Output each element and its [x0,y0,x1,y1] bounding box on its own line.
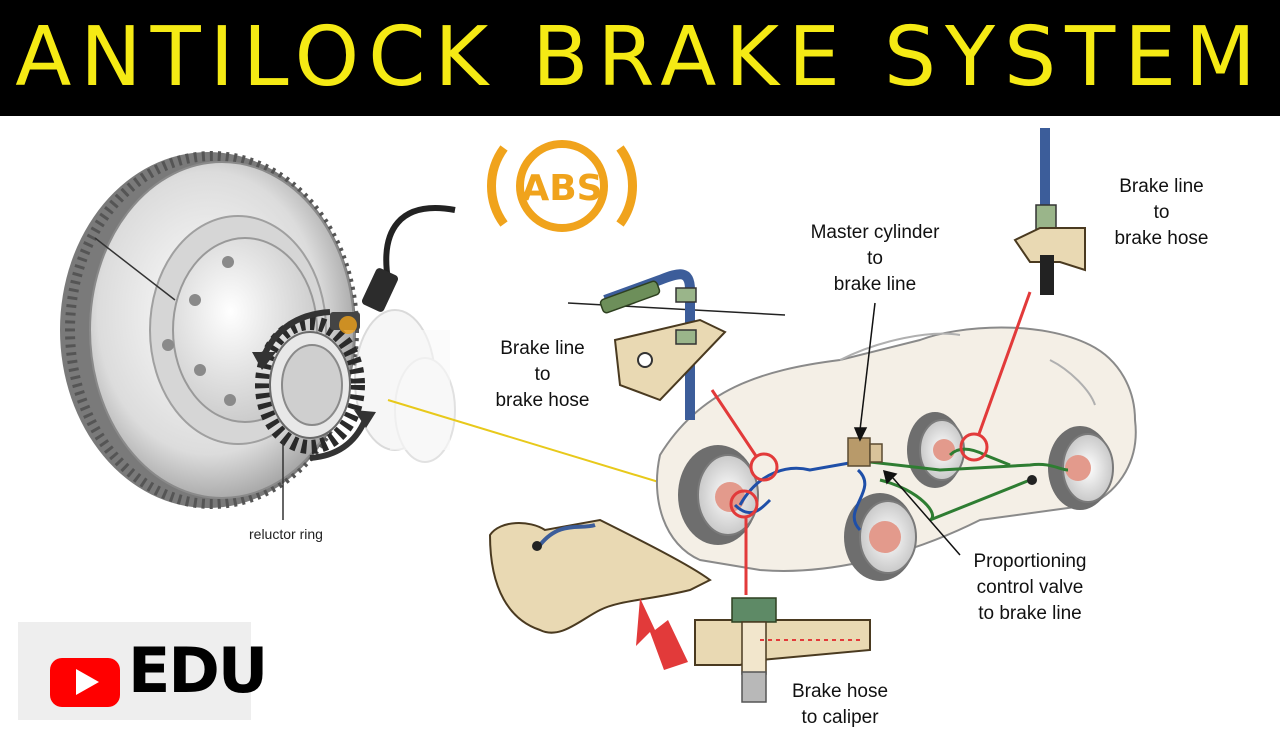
title-banner: ANTILOCK BRAKE SYSTEM [0,0,1280,116]
label-line-2: control valve [976,577,1084,598]
label-line-3: brake line [833,274,917,295]
callouts [710,291,1032,595]
page-title: ANTILOCK BRAKE SYSTEM [15,10,1265,105]
label-line-2: to caliper [801,707,879,728]
label-line-1: Master cylinder [810,222,940,243]
channel-logo-text: EDU [128,634,268,707]
arrow-icon [636,598,688,670]
label-line-2: to [1153,202,1170,223]
inset-hose-bracket-right [1013,128,1086,295]
abs-warning-icon: ABS [487,140,637,232]
car-body [656,326,1137,572]
label-line-1: Brake line [500,338,585,359]
abs-badge-text: ABS [521,168,602,209]
inset-knuckle [488,518,712,670]
brake-rotor-assembly [60,151,456,520]
brake-line-to-hose-label-left: Brake line to brake hose [475,336,610,414]
master-cylinder-label: Master cylinder to brake line [795,220,955,298]
master-cylinder [847,437,883,467]
wheel-front-left [678,445,759,545]
brake-line-to-hose-label-right: Brake line to brake hose [1094,174,1229,252]
wheel-front-right [844,493,917,581]
label-line-1: Brake hose [791,681,889,702]
proportioning-valve-label: Proportioning control valve to brake lin… [955,549,1105,627]
label-line-2: to [867,248,883,269]
play-button-icon [50,658,120,707]
proportioning-valve-marker [1027,475,1037,485]
brake-hose-to-caliper-label: Brake hose to caliper [775,679,905,731]
abs-diagram: ABS [50,128,1137,707]
label-line-3: brake hose [1114,228,1209,249]
label-line-1: Proportioning [973,551,1087,572]
label-line-3: brake hose [495,390,590,411]
wheel-rear-right [1048,426,1114,510]
inset-hose-caliper [694,597,871,703]
label-line-1: Brake line [1119,176,1204,197]
inset-hose-bracket-left [567,269,786,420]
label-line-3: to brake line [978,603,1082,624]
reluctor-ring-label: reluctor ring [249,526,323,542]
pointer-lines [853,302,961,556]
label-line-2: to [534,364,551,385]
